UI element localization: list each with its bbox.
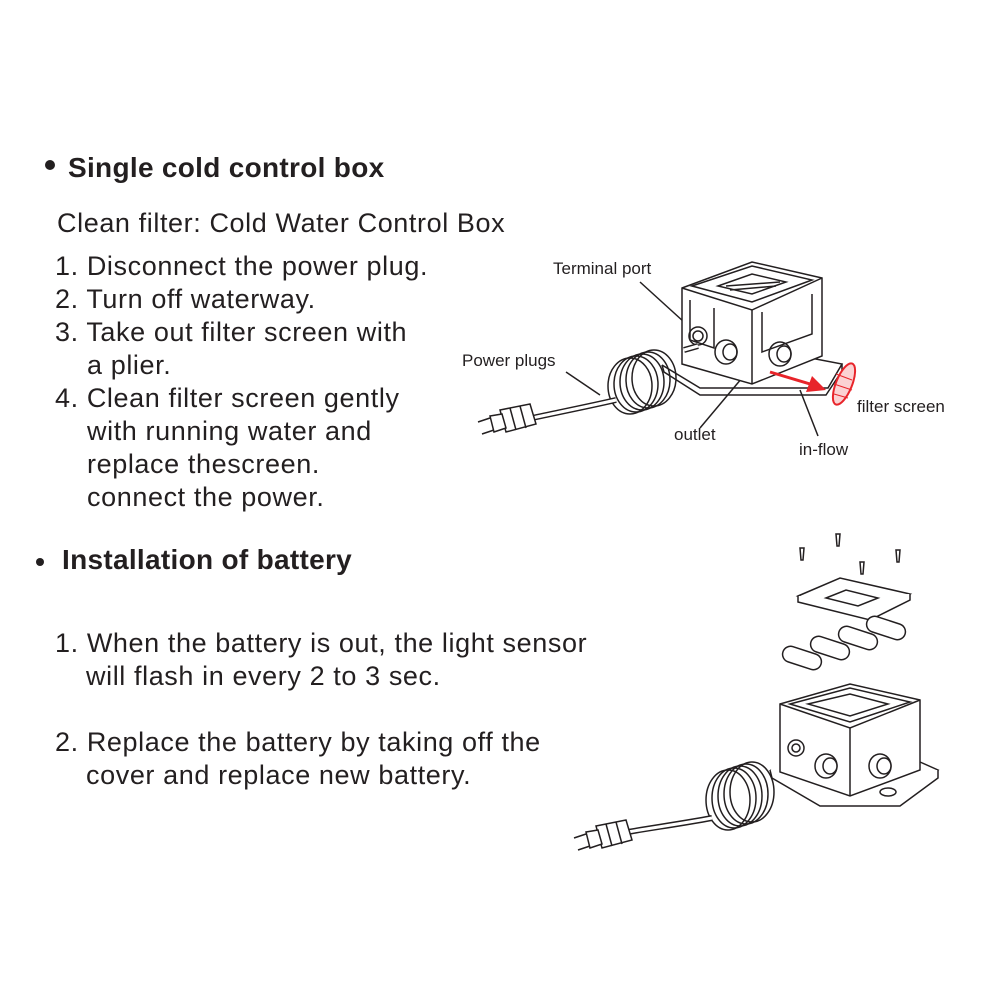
battery-step-2: 2. Replace the battery by taking off the — [55, 727, 541, 757]
batteries — [781, 615, 907, 671]
screws — [799, 533, 901, 575]
section2-bullet — [36, 558, 44, 566]
battery-step-1-cont: will flash in every 2 to 3 sec. — [86, 661, 441, 691]
step-3: 3. Take out filter screen with — [55, 317, 408, 347]
step-4-cont-3: connect the power. — [87, 482, 325, 512]
step-4-cont-2: replace thescreen. — [87, 449, 320, 479]
step-1: 1. Disconnect the power plug. — [55, 251, 429, 281]
section1-subtitle: Clean filter: Cold Water Control Box — [57, 208, 506, 238]
section2-heading: Installation of battery — [62, 544, 353, 575]
label-filter-screen: filter screen — [857, 397, 945, 416]
section1-heading: Single cold control box — [68, 152, 385, 183]
filter-screen-icon — [831, 362, 857, 406]
section1-bullet — [45, 160, 55, 170]
battery-step-2-cont: cover and replace new battery. — [86, 760, 472, 790]
step-2: 2. Turn off waterway. — [55, 284, 316, 314]
step-4: 4. Clean filter screen gently — [55, 383, 400, 413]
label-in-flow: in-flow — [799, 440, 849, 459]
step-4-cont-1: with running water and — [87, 416, 372, 446]
label-power-plugs: Power plugs — [462, 351, 556, 370]
battery-step-1: 1. When the battery is out, the light se… — [55, 628, 588, 658]
label-terminal-port: Terminal port — [553, 259, 652, 278]
step-3-cont: a plier. — [87, 350, 172, 380]
label-outlet: outlet — [674, 425, 716, 444]
in-flow-arrow — [769, 370, 826, 392]
